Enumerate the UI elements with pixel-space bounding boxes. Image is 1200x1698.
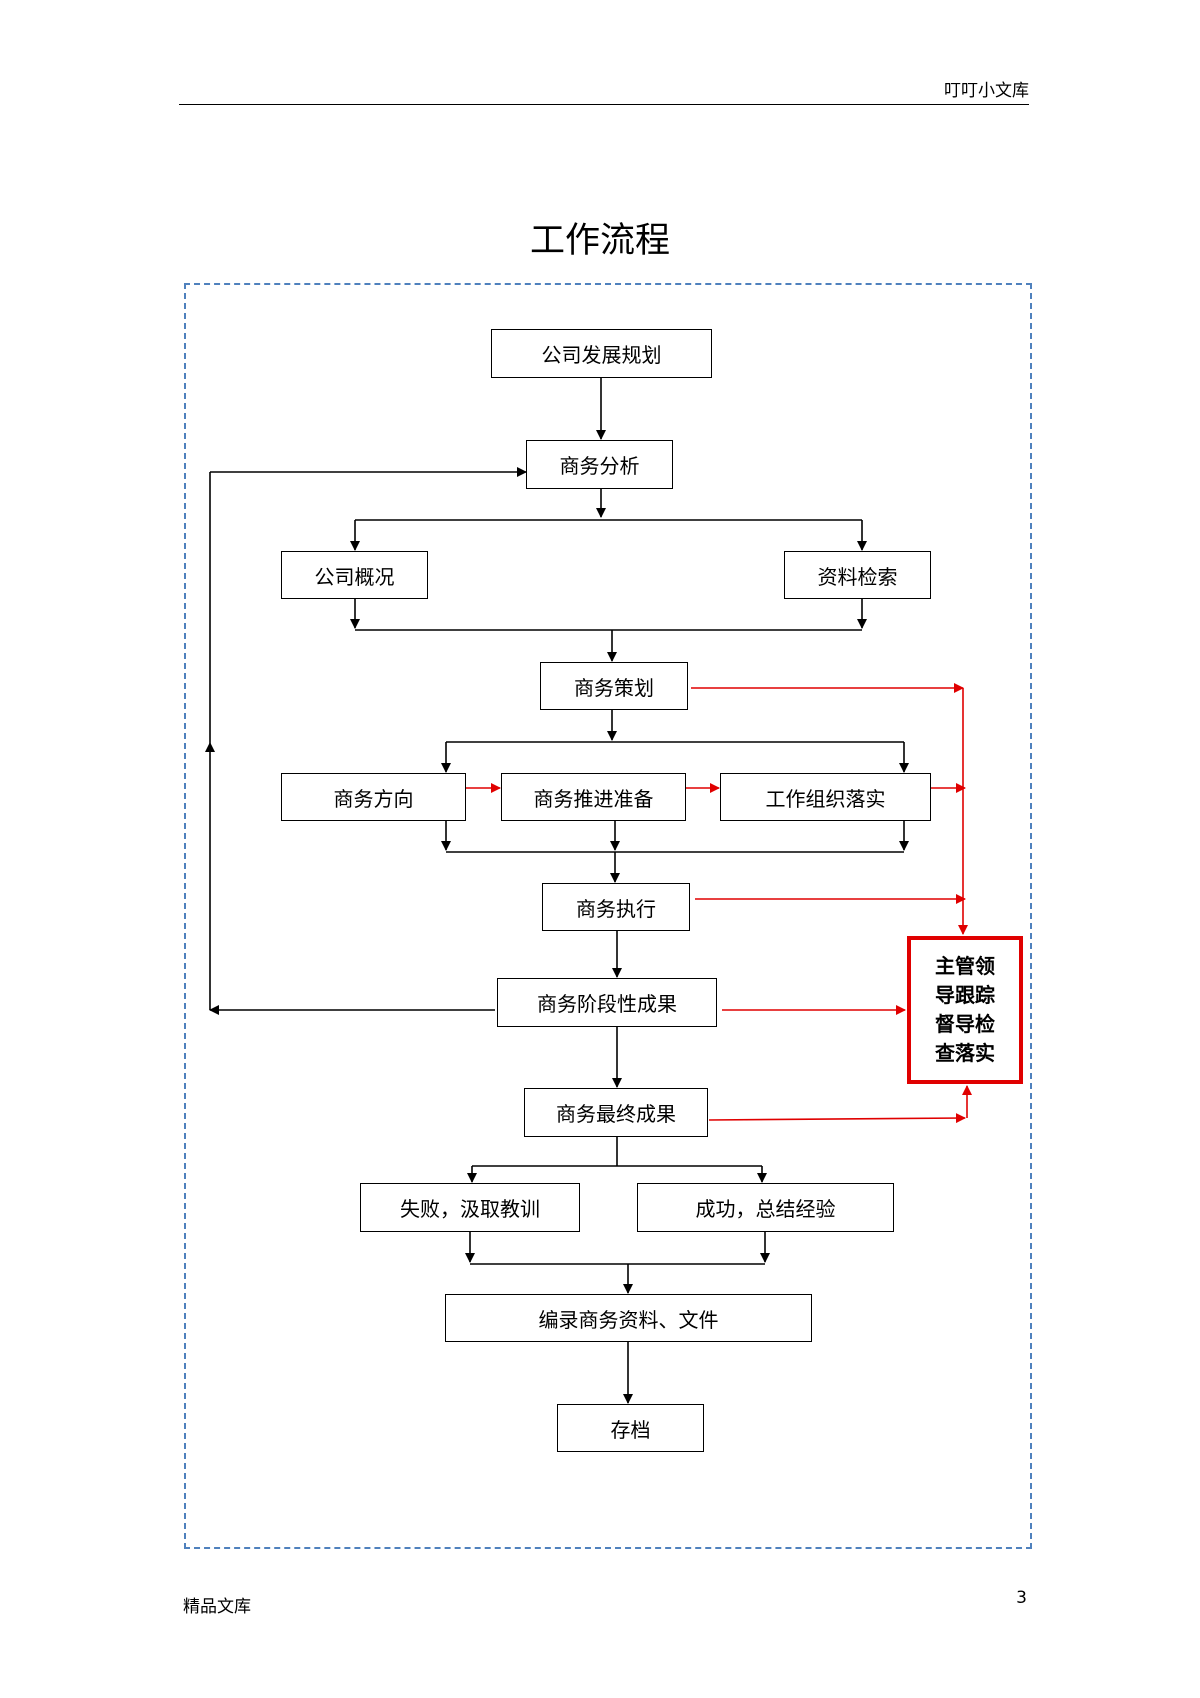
footer-brand: 精品文库 — [183, 1597, 251, 1617]
box-stage-result: 商务阶段性成果 — [497, 978, 717, 1027]
header-brand: 叮叮小文库 — [944, 81, 1029, 101]
supervision-line-1: 主管领 — [935, 954, 995, 978]
box-archive: 存档 — [557, 1404, 704, 1452]
box-compile-documents: 编录商务资料、文件 — [445, 1294, 812, 1342]
supervision-line-4: 查落实 — [935, 1041, 995, 1065]
supervision-box: 主管领 导跟踪 督导检 查落实 — [907, 936, 1023, 1084]
box-company-plan: 公司发展规划 — [491, 329, 712, 378]
box-business-execution: 商务执行 — [542, 883, 690, 931]
page-title: 工作流程 — [529, 221, 670, 261]
box-business-direction: 商务方向 — [281, 773, 466, 821]
box-work-implementation: 工作组织落实 — [720, 773, 931, 821]
box-business-analysis: 商务分析 — [526, 440, 673, 489]
page-number: 3 — [1016, 1588, 1027, 1608]
flowchart-frame — [184, 283, 1032, 1549]
supervision-line-3: 督导检 — [935, 1012, 995, 1036]
box-final-result: 商务最终成果 — [524, 1088, 708, 1137]
box-failure-lessons: 失败，汲取教训 — [360, 1183, 580, 1232]
box-success-experience: 成功，总结经验 — [637, 1183, 894, 1232]
box-business-prep: 商务推进准备 — [501, 773, 686, 821]
header-rule — [179, 104, 1029, 105]
supervision-line-2: 导跟踪 — [935, 983, 995, 1007]
box-company-overview: 公司概况 — [281, 551, 428, 599]
box-business-planning: 商务策划 — [540, 662, 688, 710]
box-data-search: 资料检索 — [784, 551, 931, 599]
